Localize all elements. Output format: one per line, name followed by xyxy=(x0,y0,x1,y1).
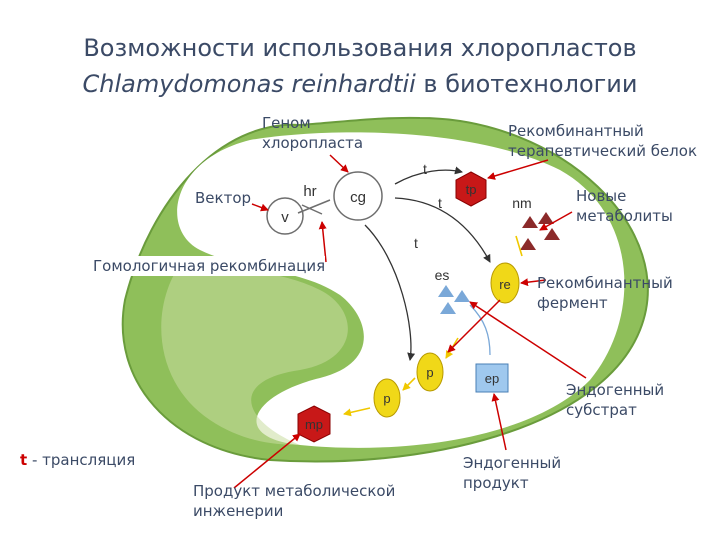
vector-v-label: v xyxy=(281,209,289,226)
arrow-to-tp xyxy=(394,166,463,185)
pointer-new-metabolites xyxy=(539,211,573,231)
yellow-arrow-2 xyxy=(402,377,416,391)
label-metabolic-product: Продукт метаболической инженерии xyxy=(193,481,395,521)
hr-label: hr xyxy=(303,183,316,200)
label-line: метаболиты xyxy=(576,207,673,225)
label-chloroplast-genome: Геном хлоропласта xyxy=(262,113,363,153)
arrow-down-left xyxy=(364,224,416,361)
translation-t1: t xyxy=(423,161,427,177)
metabolite-triangle xyxy=(544,228,560,240)
re-label: re xyxy=(499,277,511,292)
title-suffix: в биотехнологии xyxy=(423,70,638,98)
metabolite-triangle xyxy=(538,212,554,224)
mp-label: mp xyxy=(305,417,323,432)
pointer-recombination xyxy=(318,221,327,263)
nm-label: nm xyxy=(512,195,531,211)
genome-cg xyxy=(333,171,383,221)
label-line: Новые xyxy=(576,187,627,205)
thylakoid-band xyxy=(161,258,348,445)
endogenous-product-ep xyxy=(475,363,509,393)
label-line: хлоропласта xyxy=(262,134,364,152)
p2-label: p xyxy=(383,391,390,406)
translation-t3: t xyxy=(414,235,418,251)
recombinant-enzyme-re xyxy=(490,262,520,304)
vector-v xyxy=(266,197,304,235)
slide-title-line2: Chlamydomonas reinhardtii в биотехнологи… xyxy=(0,70,720,98)
tp-label: tp xyxy=(466,182,477,197)
arrow-down-right xyxy=(394,197,491,263)
pointer-endogenous-product xyxy=(491,393,507,451)
therapeutic-protein-tp xyxy=(455,171,487,207)
p1-label: p xyxy=(426,365,433,380)
label-endogenous-substrate: Эндогенный субстрат xyxy=(566,380,664,420)
pointer-enzyme xyxy=(520,278,547,287)
protein-p1 xyxy=(416,352,444,392)
label-line: Рекомбинантный xyxy=(537,274,673,292)
ep-label: ep xyxy=(485,371,499,386)
label-line: Геном xyxy=(262,114,311,132)
label-line: фермент xyxy=(537,294,608,312)
label-new-metabolites: Новые метаболиты xyxy=(576,186,673,226)
label-line: Эндогенный xyxy=(566,381,665,399)
metabolite-triangle xyxy=(522,216,538,228)
label-line: субстрат xyxy=(566,401,637,419)
pointer-therapeutic-protein xyxy=(487,159,549,180)
label-therapeutic-protein: Рекомбинантный терапевтический белок xyxy=(508,121,697,161)
pointer-genome xyxy=(329,154,349,173)
label-vector: Вектор xyxy=(195,189,252,207)
label-line: терапевтический белок xyxy=(508,142,698,160)
label-translation-legend: t - трансляция xyxy=(20,450,135,470)
label-recombinant-enzyme: Рекомбинантный фермент xyxy=(537,273,673,313)
label-line: Эндогенный xyxy=(463,454,562,472)
pointer-metabolic-product xyxy=(233,433,301,489)
es-label: es xyxy=(435,267,450,283)
translation-t2: t xyxy=(438,195,442,211)
metabolic-product-mp xyxy=(297,405,331,443)
genome-cg-label: cg xyxy=(350,189,366,206)
substrate-triangle xyxy=(438,285,454,297)
yellow-arrow-3 xyxy=(343,407,371,417)
pointer-enzyme-2 xyxy=(447,299,501,353)
legend-text: - трансляция xyxy=(27,451,136,469)
species-name: Chlamydomonas reinhardtii xyxy=(82,70,416,98)
recombination-cross xyxy=(297,199,331,215)
slide-title-line1: Возможности использования хлоропластов xyxy=(83,34,637,62)
yellow-arrow-4 xyxy=(515,235,523,257)
substrate-triangle xyxy=(454,290,470,302)
pointer-vector xyxy=(251,203,269,212)
label-endogenous-product: Эндогенный продукт xyxy=(463,453,561,493)
label-line: Рекомбинантный xyxy=(508,122,644,140)
protein-p2 xyxy=(373,378,401,418)
legend-t: t xyxy=(20,451,28,469)
substrate-triangle xyxy=(440,302,456,314)
metabolite-triangle xyxy=(520,238,536,250)
label-line: Продукт метаболической xyxy=(193,482,396,500)
label-line: продукт xyxy=(463,474,529,492)
label-homologous-recombination: Гомологичная рекомбинация xyxy=(93,256,326,276)
pointer-substrate xyxy=(469,301,587,379)
label-line: инженерии xyxy=(193,502,284,520)
